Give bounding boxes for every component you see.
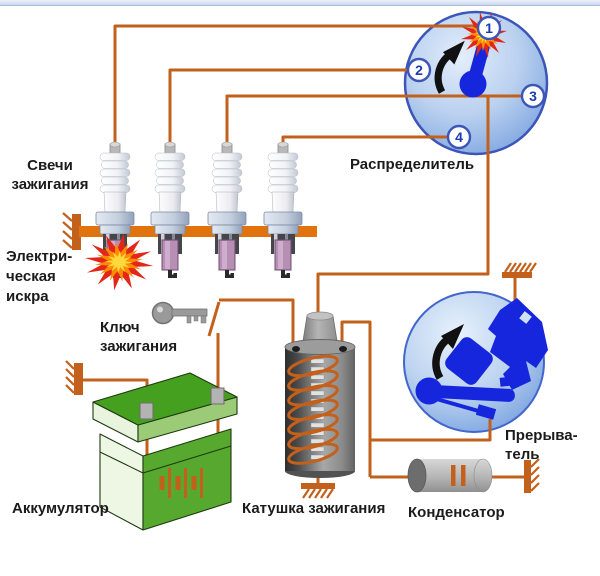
- switch-wire-upper: [219, 298, 295, 347]
- distributor-terminal-3: 3: [520, 83, 546, 109]
- battery-terminal-left: [139, 402, 154, 420]
- breaker-label: Прерыва- тель: [505, 427, 578, 463]
- distributor-rotor: [459, 37, 491, 98]
- capacitor-label: Конденсатор: [408, 504, 505, 521]
- distributor-terminal-4: 4: [446, 124, 472, 150]
- coil-windings: [287, 354, 339, 465]
- switch-blade: [207, 301, 221, 337]
- plug1-wire: [113, 24, 478, 146]
- battery-lid-top: [92, 372, 238, 426]
- plug2-wire: [168, 68, 409, 146]
- svg-text:3: 3: [529, 88, 537, 104]
- capacitor-ground-icon: [524, 458, 540, 493]
- breaker-ground-icon: [502, 262, 537, 278]
- ignition-coil-label: Катушка зажигания: [242, 500, 386, 517]
- breaker-mechanism: [415, 298, 548, 420]
- svg-text:4: 4: [455, 129, 463, 145]
- distributor-terminal-2: 2: [406, 57, 432, 83]
- spark-plug-2: [150, 141, 190, 279]
- battery-symbol: [159, 468, 203, 498]
- ignition-coil: [284, 311, 356, 478]
- top-window-strip: [0, 0, 600, 6]
- spark-plug-3: [207, 141, 247, 279]
- breaker-arm-wire: [370, 419, 492, 442]
- coil-terminal-plus: [339, 346, 347, 352]
- plug-common-rail: [79, 226, 317, 237]
- ground-symbols: [62, 212, 540, 499]
- distributor-terminals: 1 2 3 4: [406, 15, 546, 150]
- capacitor: [407, 458, 493, 493]
- battery-label: Аккумулятор: [12, 500, 109, 517]
- distributor-label: Распределитель: [350, 156, 475, 173]
- coil-plus-wire: [340, 320, 372, 477]
- coil-terminal-minus: [292, 346, 300, 352]
- svg-text:1: 1: [485, 20, 493, 36]
- electric-spark-label: Электри- ческая искра: [6, 248, 73, 305]
- breaker-moving-contact: [475, 404, 497, 420]
- breaker-fixed-contact: [488, 298, 548, 390]
- capacitor-symbol: [451, 465, 466, 486]
- plug4-wire: [281, 135, 450, 146]
- ignition-key-label: Ключ зажигания: [100, 319, 178, 355]
- battery-ground-icon: [65, 360, 83, 395]
- coil-ground-icon: [301, 483, 335, 499]
- distributor-terminal-1: 1: [476, 15, 502, 41]
- plug3-wire: [225, 94, 524, 146]
- svg-text:2: 2: [415, 62, 423, 78]
- battery-terminal-right: [210, 387, 225, 405]
- hv-coil-wire: [316, 96, 490, 316]
- ignition-key-icon: [151, 301, 208, 325]
- breaker-arm: [424, 384, 515, 402]
- spark-plugs-label: Свечи зажигания: [11, 157, 89, 193]
- plug-rail-ground-icon: [62, 212, 81, 250]
- breaker-cam: [445, 337, 493, 385]
- spark-plug-4: [263, 141, 303, 279]
- battery: [92, 372, 238, 531]
